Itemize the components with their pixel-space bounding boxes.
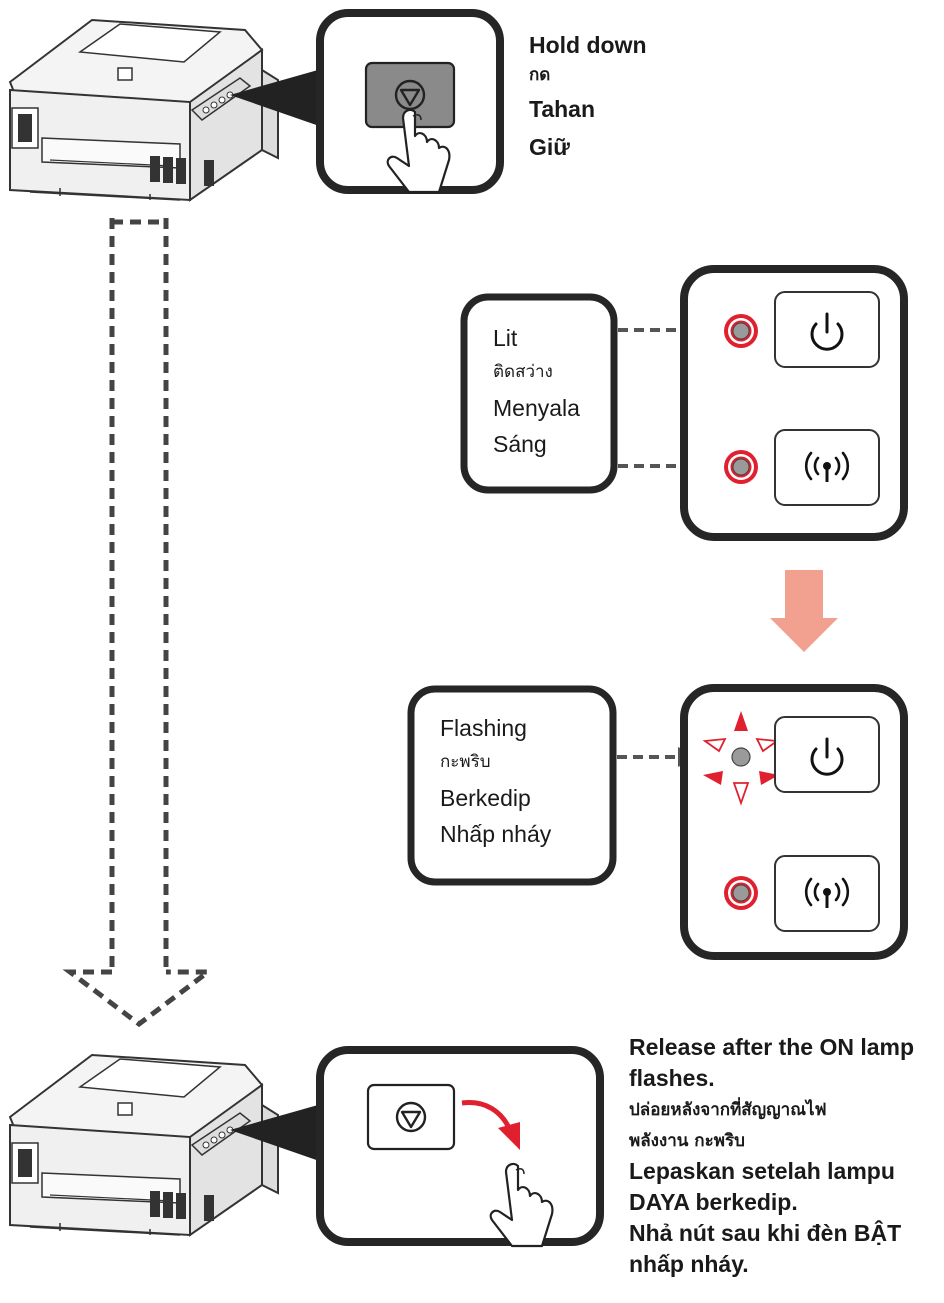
- bottom-en-2: flashes.: [629, 1065, 715, 1091]
- lit-id: Menyala: [493, 395, 580, 421]
- lit-th: ติดสว่าง: [493, 362, 553, 382]
- lamp-icon-wifi-2: [723, 875, 759, 911]
- bottom-th-1: ปล่อยหลังจากที่สัญญาณไฟ: [629, 1100, 827, 1120]
- lit-callout-text: Lit ติดสว่าง Menyala Sáng: [493, 322, 580, 462]
- callout-pointer-top: [230, 68, 325, 128]
- lamp-icon-power-1: [723, 313, 759, 349]
- lamp-icon-wifi-1: [723, 449, 759, 485]
- stop-button-released: [366, 1083, 456, 1151]
- lit-en: Lit: [493, 325, 518, 351]
- flashing-vi: Nhấp nháy: [440, 821, 552, 847]
- release-arrow-icon: [461, 1100, 520, 1150]
- release-button-panel: [316, 1046, 604, 1246]
- bottom-vi-1: Nhả nút sau khi đèn BẬT: [629, 1220, 902, 1246]
- bottom-instruction: Release after the ON lamp flashes. ปล่อย…: [629, 1032, 914, 1280]
- lit-callout-box: [460, 293, 618, 494]
- flashing-callout-box: [407, 685, 617, 886]
- flashing-callout-text: Flashing กะพริบ Berkedip Nhấp nháy: [440, 712, 551, 852]
- top-instruction-vi: Giữ: [529, 134, 570, 160]
- lit-vi: Sáng: [493, 431, 547, 457]
- top-instruction: Hold down กด Tahan Giữ: [529, 30, 647, 166]
- flashing-id: Berkedip: [440, 785, 531, 811]
- top-instruction-id: Tahan: [529, 96, 596, 122]
- down-arrow-icon: [770, 570, 838, 652]
- bottom-vi-2: nhấp nháy.: [629, 1251, 749, 1277]
- printer-icon-bottom: [9, 1054, 279, 1236]
- top-instruction-en: Hold down: [529, 32, 647, 58]
- dashed-arrow-icon: [62, 218, 216, 1028]
- top-instruction-th: กด: [529, 65, 551, 85]
- flashing-th: กะพริบ: [440, 752, 491, 772]
- callout-pointer-bottom: [230, 1103, 325, 1163]
- printer-icon-top: [9, 19, 279, 201]
- bottom-id-1: Lepaskan setelah lampu: [629, 1158, 895, 1184]
- bottom-th-2: พลังงาน กะพริบ: [629, 1131, 745, 1151]
- bottom-id-2: DAYA berkedip.: [629, 1189, 798, 1215]
- flashing-en: Flashing: [440, 715, 527, 741]
- bottom-en-1: Release after the ON lamp: [629, 1034, 915, 1060]
